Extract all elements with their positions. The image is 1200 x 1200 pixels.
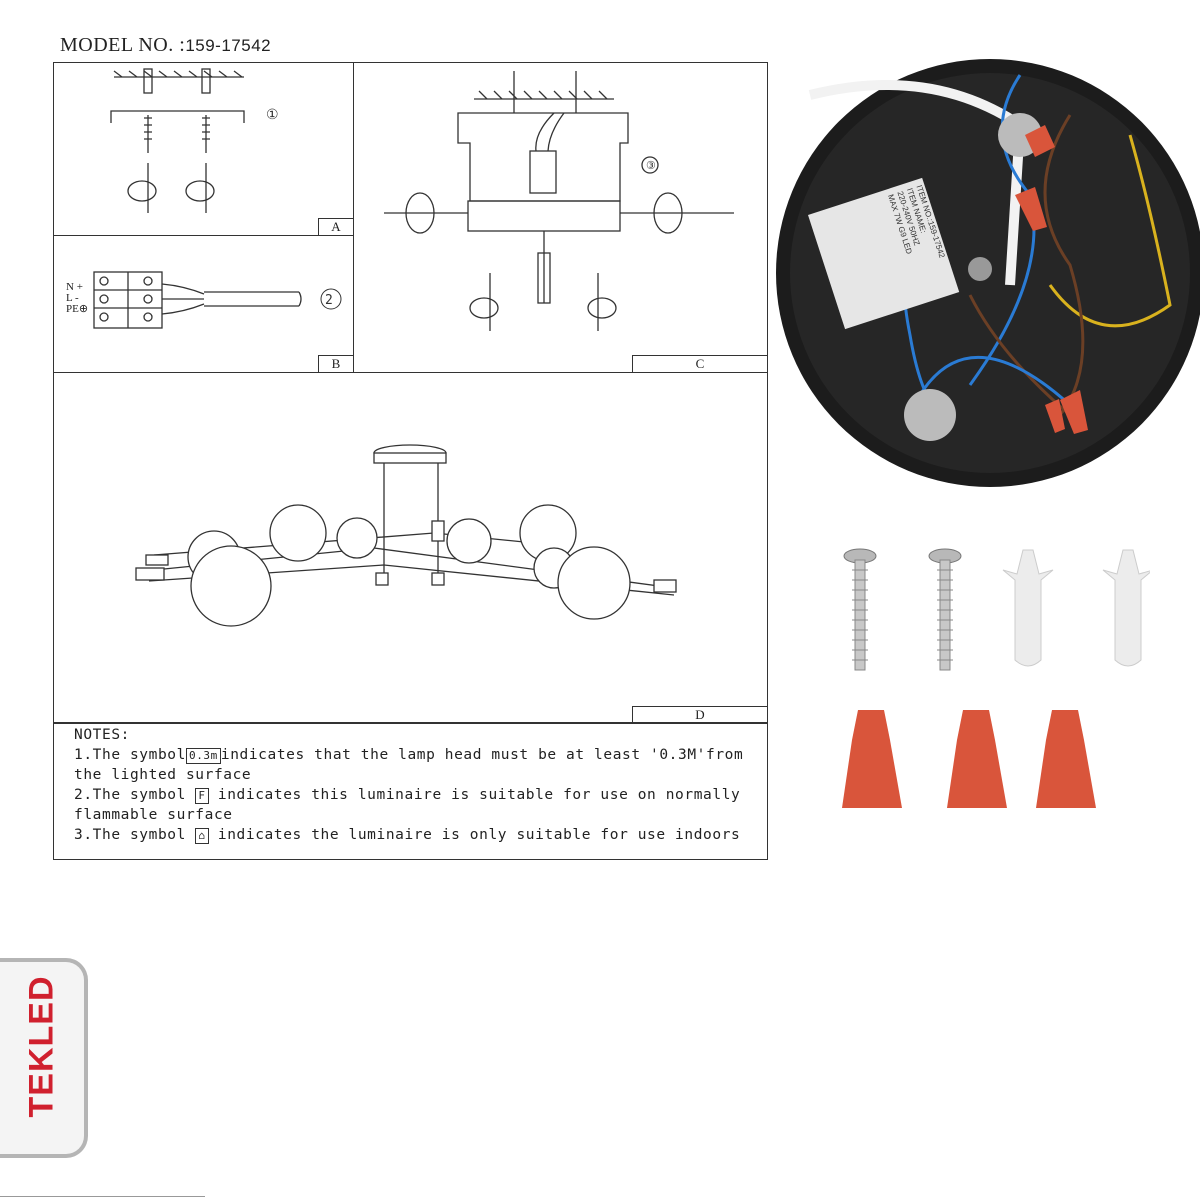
- wire-nut-icon: [842, 710, 902, 808]
- panel-c: ③ C: [353, 62, 768, 373]
- divider: [0, 1196, 205, 1197]
- flammable-surface-symbol-icon: F: [195, 788, 209, 804]
- note-3: 3.The symbol ⌂ indicates the luminaire i…: [74, 825, 747, 845]
- note-text: indicates this luminaire is suitable for…: [217, 787, 741, 803]
- model-number: MODEL NO. :159-17542: [60, 34, 271, 57]
- wire-nut-icon: [1036, 710, 1096, 808]
- wall-anchor-icon: [1002, 549, 1054, 667]
- model-value: 159-17542: [185, 36, 272, 55]
- note-prefix: 3.The symbol: [74, 827, 186, 843]
- step-number: 2: [325, 293, 333, 308]
- terminal-l: L -: [66, 292, 79, 304]
- logo-text: TEKLED: [22, 975, 61, 1118]
- note-2: 2.The symbol F indicates this luminaire …: [74, 785, 747, 805]
- chandelier-diagram: [135, 444, 677, 627]
- mounting-plate-diagram: ③: [384, 71, 734, 331]
- ceiling-base-photo: ITEM NO.:159-17542 ITEM NAME: 220-240V 5…: [776, 59, 1200, 487]
- panel-tag: B: [318, 355, 353, 372]
- note-1-cont: the lighted surface: [74, 767, 252, 783]
- panel-tag: C: [632, 355, 767, 372]
- panel-tag: D: [632, 706, 767, 723]
- tekled-logo: TEKLED: [0, 958, 88, 1158]
- panel-a: ① A: [53, 62, 354, 236]
- indoor-symbol-icon: ⌂: [195, 828, 209, 844]
- note-text: indicates the luminaire is only suitable…: [217, 827, 741, 843]
- note-prefix: 2.The symbol: [74, 787, 186, 803]
- terminal-pe: PE⊕: [66, 303, 89, 315]
- screw-icon: [928, 548, 962, 671]
- terminal-n: N +: [66, 281, 83, 293]
- hardware-kit: [842, 548, 1150, 808]
- screw-icon: [843, 548, 877, 671]
- ceiling-screw-diagram: ①: [110, 68, 279, 213]
- terminal-block-diagram: 2: [93, 271, 342, 329]
- note-text: indicates that the lamp head must be at …: [220, 747, 744, 763]
- model-label: MODEL NO. :: [60, 34, 186, 56]
- panel-b: N + L - PE⊕ 2 B: [53, 235, 354, 373]
- notes-title: NOTES:: [74, 727, 130, 743]
- wire-nut-icon: [947, 710, 1007, 808]
- wall-anchor-icon: [1102, 549, 1150, 667]
- distance-symbol-icon: 0.3m: [185, 748, 221, 764]
- note-2-cont: flammable surface: [74, 807, 233, 823]
- panel-d: D: [53, 372, 768, 724]
- step-number: ③: [646, 159, 656, 172]
- step-number: ①: [266, 107, 279, 123]
- note-prefix: 1.The symbol: [74, 747, 186, 763]
- panel-tag: A: [318, 218, 353, 235]
